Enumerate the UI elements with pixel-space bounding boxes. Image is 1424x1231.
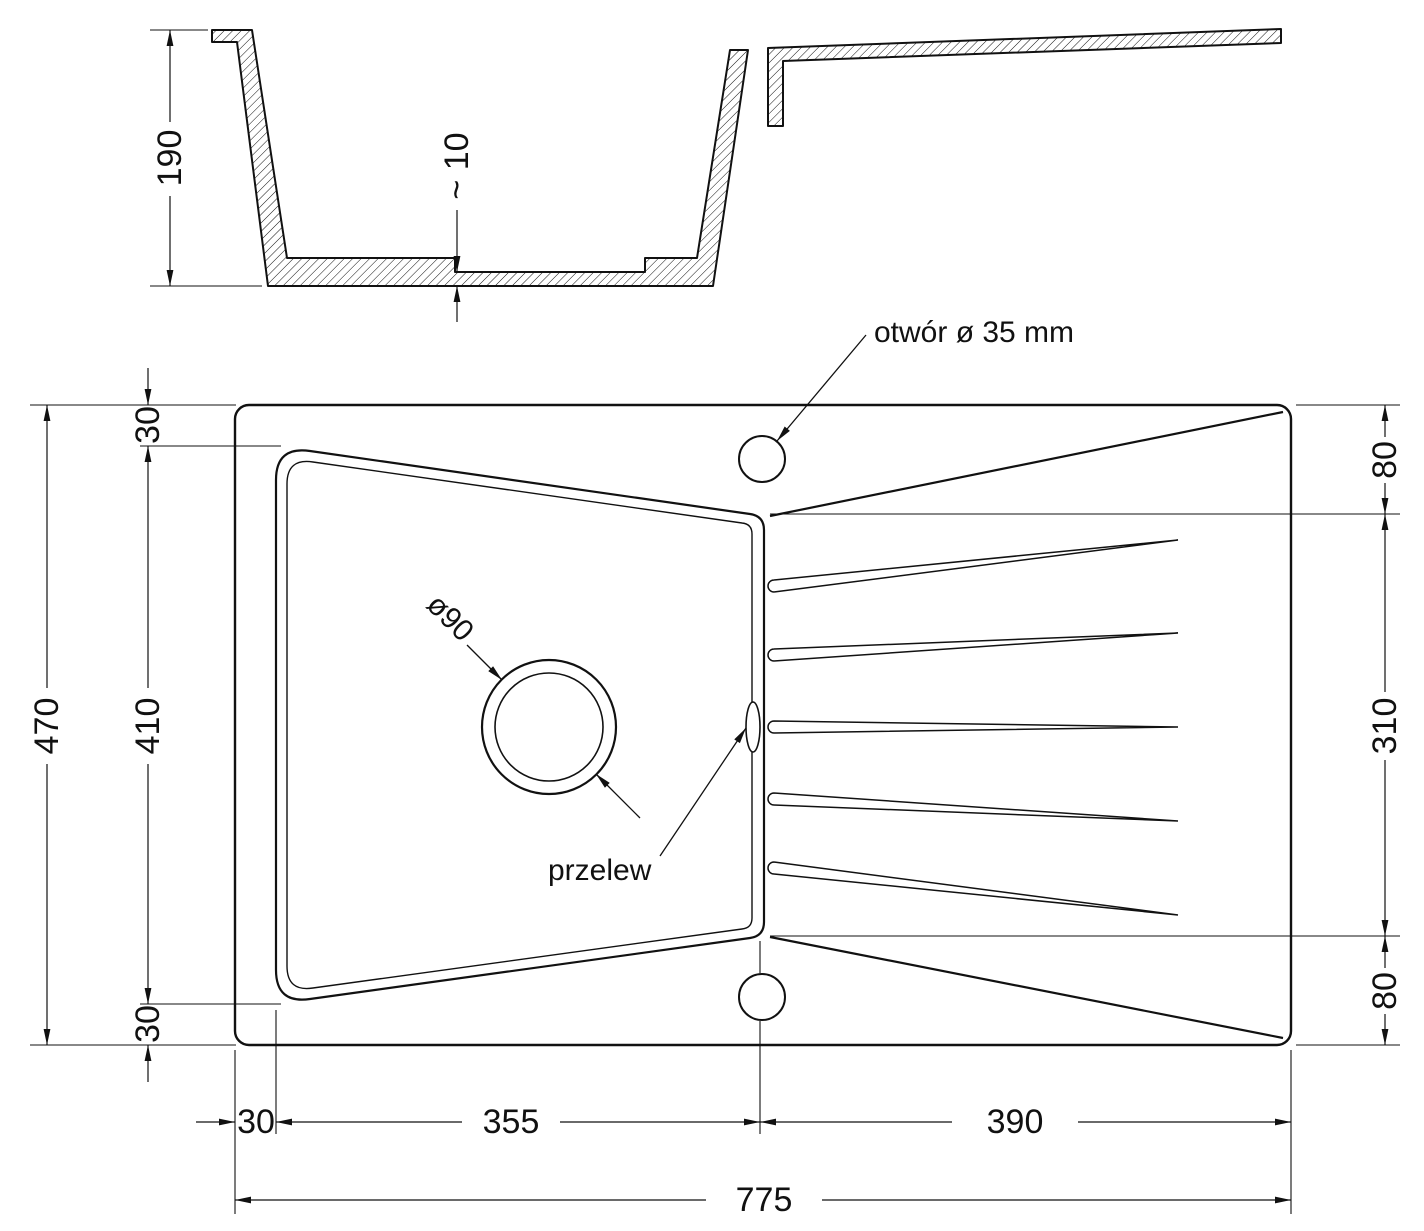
dimensions-left: 470 410 30 30 — [28, 368, 281, 1082]
drainer-groove-4 — [767, 792, 1179, 822]
drainboard-edge-bottom — [769, 935, 1284, 1040]
section-view: 190 ~ 10 — [150, 28, 1282, 322]
dim-bottom-margin-label: 30 — [129, 1005, 167, 1043]
drain-leader-upper — [466, 644, 503, 681]
basin-rim-inner — [286, 460, 753, 990]
overflow-leader — [659, 727, 747, 857]
drainboard-section-profile — [767, 28, 1282, 127]
overflow-slot — [745, 701, 761, 753]
tap-hole-circle — [738, 435, 786, 483]
dim-right-top-label: 80 — [1366, 441, 1404, 479]
basin-rim-outer — [274, 449, 766, 1001]
dim-bottom-left-margin-label: 30 — [237, 1103, 275, 1141]
tap-hole-leader — [776, 334, 867, 442]
drainboard-edge-top — [769, 410, 1284, 518]
dimensions-right: 80 310 80 — [770, 404, 1404, 1046]
mounting-hole-circle — [738, 973, 786, 1021]
dim-drainboard-width-label: 390 — [987, 1103, 1044, 1141]
dim-right-bottom-label: 80 — [1366, 972, 1404, 1010]
overflow-label: przelew — [548, 854, 652, 887]
drainer-groove-3 — [767, 720, 1179, 734]
basin-section-profile — [211, 29, 749, 287]
drainer-groove-5 — [767, 861, 1179, 916]
dim-total-height-label: 470 — [28, 698, 66, 755]
dim-basin-width-label: 355 — [483, 1103, 540, 1141]
dim-right-middle-label: 310 — [1366, 698, 1404, 755]
drainer-groove-2 — [767, 632, 1179, 662]
dim-top-margin-label: 30 — [129, 406, 167, 444]
drain-leader-lower — [595, 773, 641, 819]
dimensions-bottom: 30 355 390 775 — [196, 941, 1292, 1219]
drain-diameter-label: ø90 — [420, 588, 480, 648]
bottom-thickness-label: ~ 10 — [438, 132, 476, 199]
drain-outer-circle — [480, 658, 618, 796]
dim-total-width-label: 775 — [736, 1181, 793, 1219]
sink-outline — [233, 403, 1293, 1047]
dim-basin-height-label: 410 — [129, 698, 167, 755]
drainer-groove-1 — [767, 539, 1179, 593]
depth-dimension-label: 190 — [151, 130, 189, 187]
tap-hole-label: otwór ø 35 mm — [874, 316, 1074, 349]
drain-inner-circle — [494, 672, 604, 782]
